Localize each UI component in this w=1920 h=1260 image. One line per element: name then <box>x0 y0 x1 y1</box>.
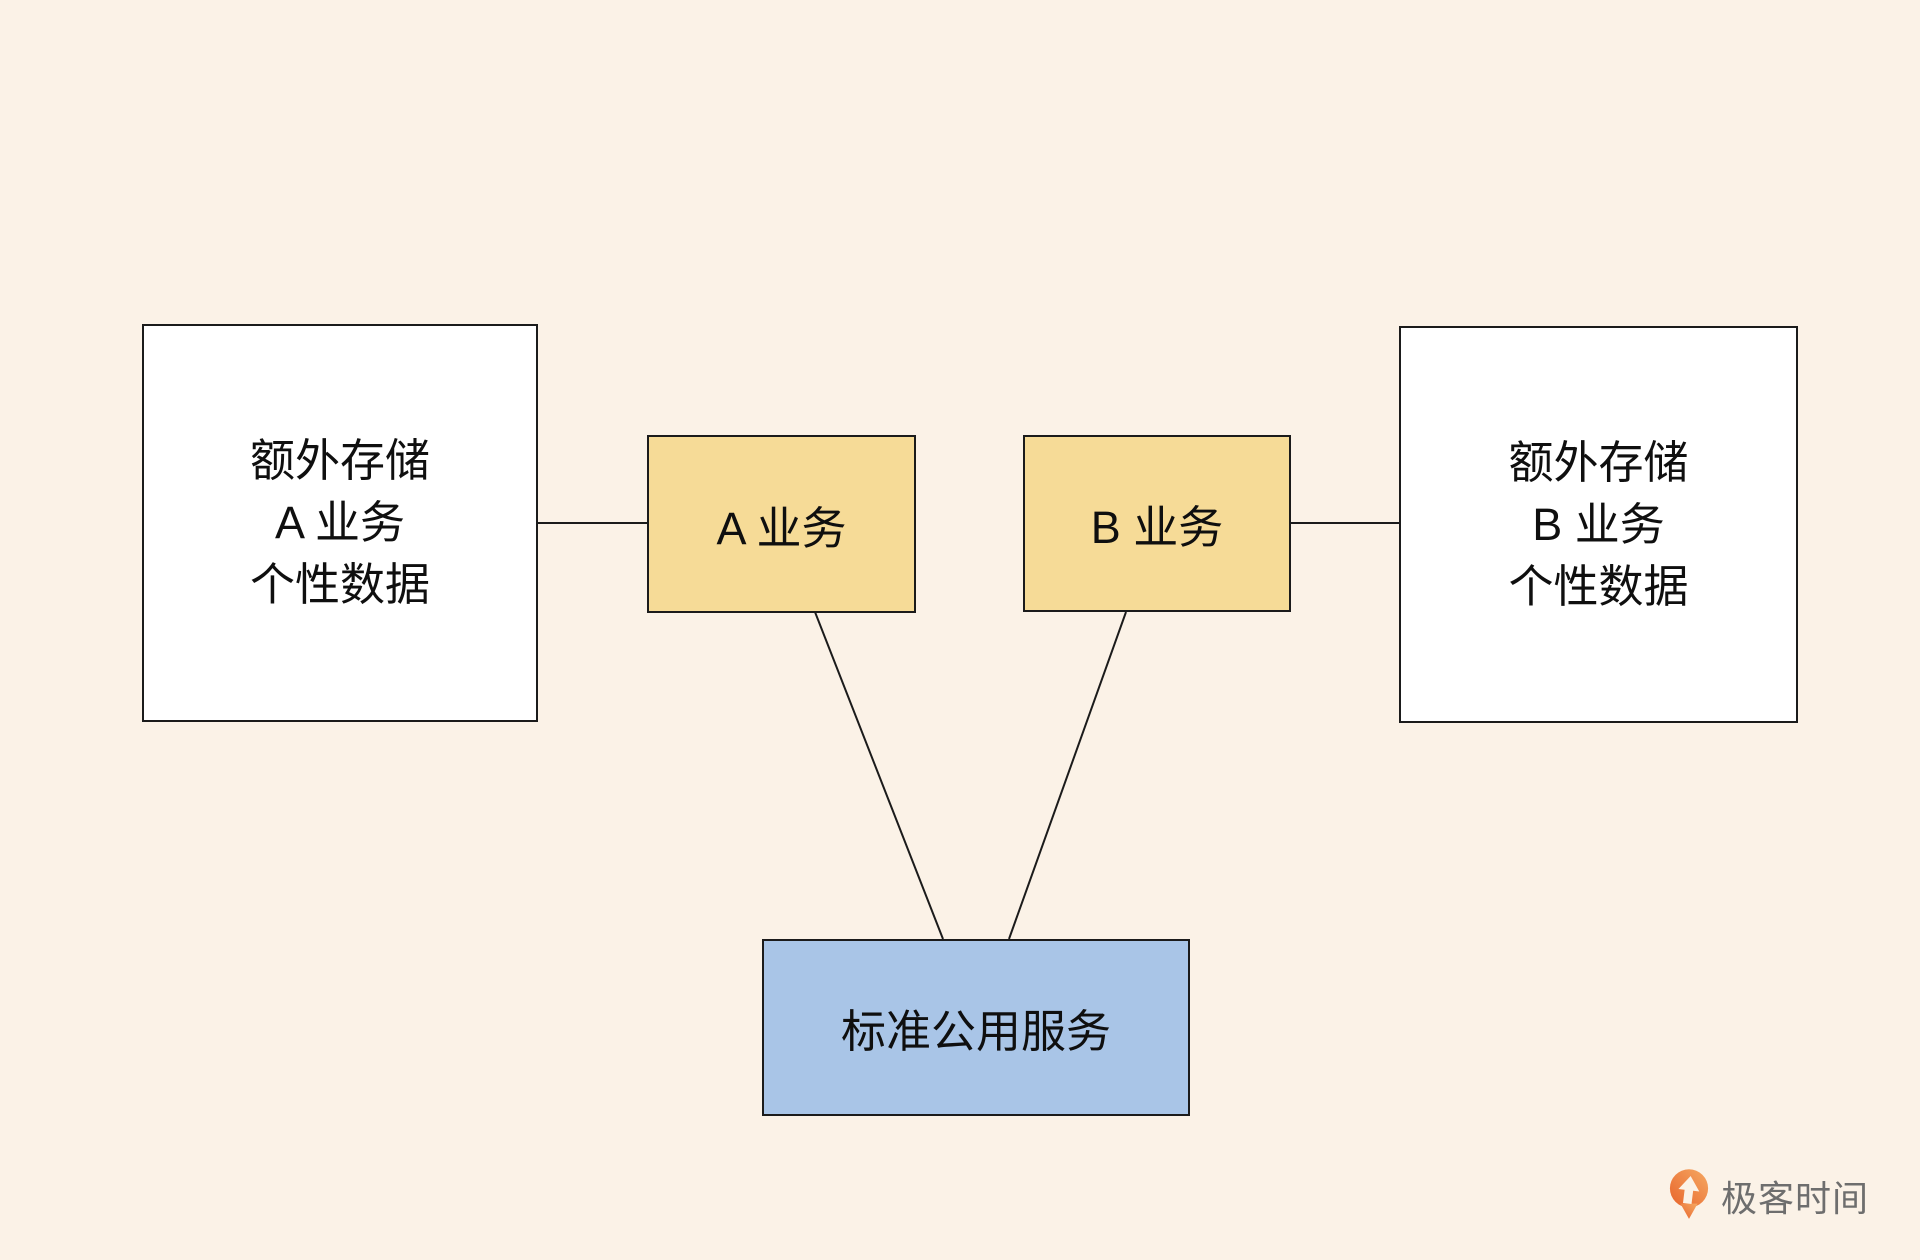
node-storage-a: 额外存储 A 业务 个性数据 <box>142 324 538 722</box>
node-storage-b-line1: 额外存储 <box>1508 436 1689 488</box>
geektime-watermark: 极客时间 <box>1668 1168 1869 1223</box>
node-storage-b: 额外存储 B 业务 个性数据 <box>1399 326 1798 723</box>
node-shared-service-label: 标准公用服务 <box>840 1006 1111 1057</box>
geektime-pin-icon <box>1669 1169 1709 1219</box>
node-service-b: B 业务 <box>1023 435 1291 612</box>
connector-service-a-to-shared-service <box>814 611 944 940</box>
geektime-brand-label: 极客时间 <box>1721 1177 1870 1219</box>
node-storage-a-line2: A 业务 <box>274 497 406 548</box>
node-service-b-label: B 业务 <box>1090 502 1224 553</box>
node-service-a: A 业务 <box>647 435 916 613</box>
node-storage-a-line1: 额外存储 <box>249 435 430 486</box>
node-storage-b-line3: 个性数据 <box>1508 560 1689 612</box>
connector-service-b-to-shared-service <box>1008 611 1127 940</box>
node-shared-service: 标准公用服务 <box>762 939 1190 1116</box>
node-service-a-label: A 业务 <box>716 502 847 554</box>
node-storage-b-line2: B 业务 <box>1532 498 1665 550</box>
node-storage-a-line3: 个性数据 <box>249 559 430 610</box>
